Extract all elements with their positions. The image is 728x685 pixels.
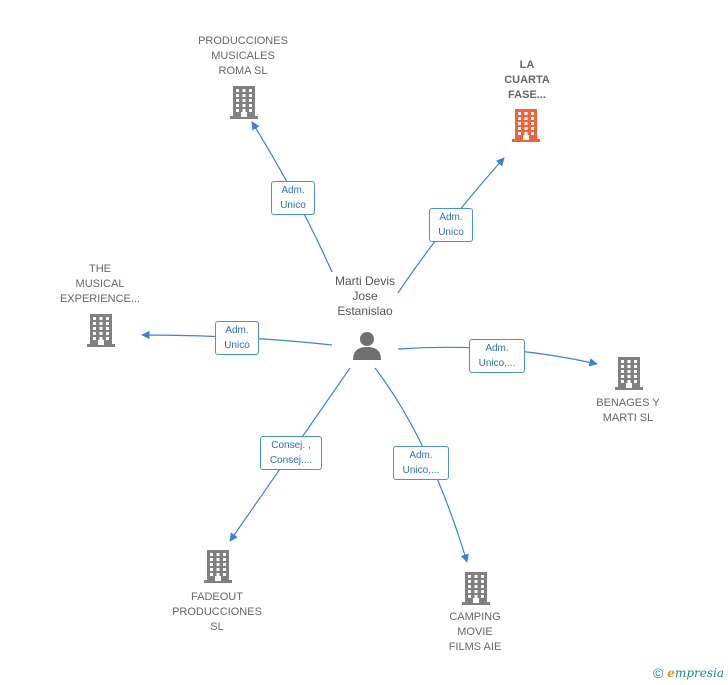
copyright-icon: ©: [652, 665, 664, 681]
company-name-producciones-musicales-roma[interactable]: PRODUCCIONES MUSICALES ROMA SL: [198, 35, 288, 77]
company-name-benages-y-marti[interactable]: BENAGES Y MARTI SL: [596, 397, 660, 424]
relation-label-the-musical-experience[interactable]: Adm. Unico: [215, 321, 259, 355]
relation-label-benages-y-marti[interactable]: Adm. Unico,...: [469, 339, 525, 373]
building-icon[interactable]: [229, 85, 259, 124]
company-name-fadeout-producciones[interactable]: FADEOUT PRODUCCIONES SL: [172, 591, 262, 633]
company-name-camping-movie-films[interactable]: CAMPING MOVIE FILMS AIE: [448, 611, 502, 653]
relation-label-producciones-musicales-roma[interactable]: Adm. Unico: [271, 181, 315, 215]
footer-brand: © empresia: [653, 665, 724, 681]
building-icon[interactable]: [614, 356, 644, 395]
brand-name: mpresia: [674, 666, 724, 680]
person-name[interactable]: Marti Devis Jose Estanislao: [334, 274, 395, 318]
building-icon[interactable]: [461, 571, 491, 610]
relation-label-fadeout-producciones[interactable]: Consej. , Consej....: [260, 436, 322, 470]
building-icon[interactable]: [511, 108, 541, 147]
relation-label-camping-movie-films[interactable]: Adm. Unico,...: [393, 446, 449, 480]
building-icon[interactable]: [86, 313, 116, 352]
company-name-the-musical-experience[interactable]: THE MUSICAL EXPERIENCE...: [59, 263, 141, 305]
brand-initial: e: [667, 666, 675, 680]
building-icon[interactable]: [203, 549, 233, 588]
relation-label-la-cuarta-fase[interactable]: Adm. Unico: [429, 208, 473, 242]
company-name-la-cuarta-fase[interactable]: LA CUARTA FASE...: [504, 59, 550, 101]
person-icon[interactable]: [352, 330, 382, 360]
